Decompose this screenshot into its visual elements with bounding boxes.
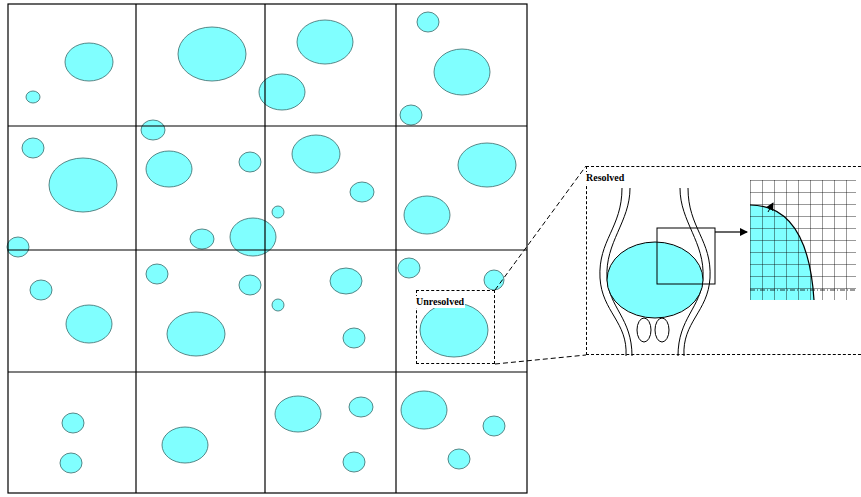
bubble (66, 305, 112, 343)
bubble (62, 413, 84, 433)
bubble (350, 182, 374, 202)
bubble (141, 120, 165, 140)
region-label: Unresolved (415, 296, 465, 308)
bubble (401, 391, 447, 429)
bubble (259, 74, 305, 110)
bubble (343, 328, 365, 348)
bubble (272, 299, 284, 311)
bubble (190, 229, 214, 249)
bubble (297, 20, 353, 64)
bubble (272, 206, 284, 218)
bubble (458, 143, 516, 187)
bubble (239, 275, 261, 295)
dashed-region: Resolved (586, 166, 861, 355)
bubble (7, 237, 29, 257)
bubble (349, 397, 373, 417)
bubble (162, 427, 208, 463)
mesh-zoom (750, 180, 856, 300)
bubble (448, 449, 470, 469)
resolved-bubble (600, 188, 747, 356)
bubble (146, 151, 192, 187)
bubble (22, 138, 44, 158)
bubble (404, 196, 450, 234)
bubble (343, 452, 365, 472)
bubble (330, 268, 362, 294)
zoom-leader (495, 166, 586, 364)
bubble (60, 453, 82, 473)
bubble (398, 258, 420, 278)
bubbles (7, 12, 516, 473)
bubble (239, 152, 261, 172)
bubble (30, 280, 52, 300)
bubble (26, 91, 40, 103)
bubble (483, 416, 505, 436)
bubble (167, 312, 225, 356)
bubble (275, 396, 321, 432)
bubble (49, 158, 117, 212)
bubble (434, 49, 490, 95)
bubble (65, 43, 113, 81)
bubble (400, 105, 422, 125)
region-label: Resolved (585, 172, 625, 184)
bubble (178, 27, 246, 81)
bubble (146, 264, 168, 284)
bubble (484, 270, 504, 290)
bubble (417, 12, 439, 32)
coarse-grid (8, 4, 527, 493)
bubble (420, 303, 488, 357)
dashed-region: Unresolved (416, 290, 495, 364)
bubble (292, 135, 340, 173)
